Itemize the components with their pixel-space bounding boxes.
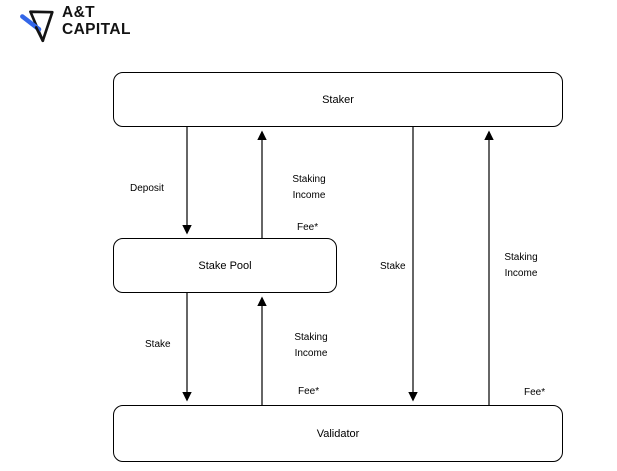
logo-line1: A&T [62, 4, 96, 21]
node-validator: Validator [113, 405, 563, 462]
edge-label-staking-income-upper: Staking Income [292, 174, 326, 201]
node-stake-pool: Stake Pool [113, 238, 337, 293]
company-logo: A&T CAPITAL [20, 4, 131, 45]
edge-label-stake-left: Stake [145, 339, 171, 350]
node-staker-label: Staker [322, 93, 354, 106]
logo-line2: CAPITAL [62, 20, 131, 38]
edge-label-fee-lower: Fee* [298, 386, 320, 397]
logo-wordmark: A&T CAPITAL [62, 4, 131, 38]
logo-triangle-icon [20, 10, 54, 43]
edge-label-deposit: Deposit [130, 183, 164, 194]
edge-label-fee-upper: Fee* [297, 222, 319, 233]
edge-label-staking-income-lower: Staking Income [294, 332, 328, 359]
node-validator-label: Validator [316, 427, 360, 440]
edge-label-fee-right: Fee* [524, 387, 546, 398]
edge-label-stake-right: Stake [380, 261, 406, 272]
node-stake-pool-label: Stake Pool [198, 259, 252, 272]
edge-label-staking-income-right: Staking Income [504, 252, 538, 279]
node-staker: Staker [113, 72, 563, 127]
